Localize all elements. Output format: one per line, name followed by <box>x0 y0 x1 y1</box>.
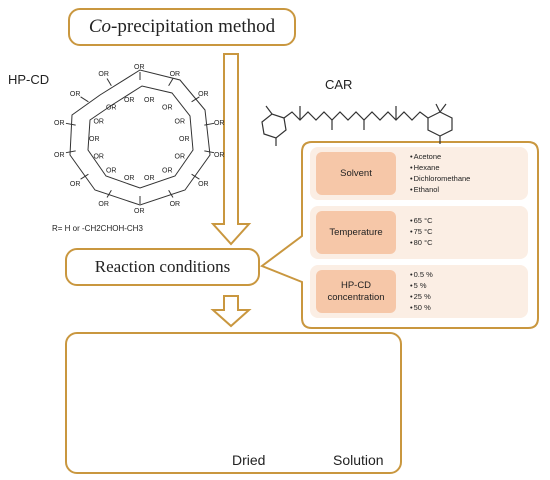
condition-value: Dichloromethane <box>410 173 471 184</box>
condition-value: 5 % <box>410 280 433 291</box>
condition-name: HP-CD concentration <box>316 270 396 313</box>
or-substituent-label: OR <box>106 167 117 174</box>
condition-value: Hexane <box>410 162 470 173</box>
condition-value: 25 % <box>410 291 433 302</box>
or-substituent-label: OR <box>98 201 109 208</box>
condition-name: Temperature <box>316 211 396 254</box>
or-substituent-label: OR <box>70 181 81 188</box>
or-substituent-label: OR <box>124 97 135 104</box>
method-title-prefix: Co <box>88 16 112 37</box>
condition-row-solvent: Solvent Acetone Hexane Dichloromethane E… <box>310 147 528 200</box>
condition-row-concentration: HP-CD concentration 0.5 % 5 % 25 % 50 % <box>310 265 528 318</box>
or-substituent-label: OR <box>162 167 173 174</box>
car-label: CAR <box>325 77 353 92</box>
arrow-down-products <box>210 295 252 328</box>
condition-value: 50 % <box>410 302 433 313</box>
condition-row-temperature: Temperature 65 °C 75 °C 80 °C <box>310 206 528 259</box>
or-substituent-label: OR <box>162 105 173 112</box>
condition-value: 0.5 % <box>410 269 433 280</box>
or-substituent-label: OR <box>198 181 209 188</box>
method-title-box: Co-precipitation method <box>68 8 296 46</box>
or-substituent-label: OR <box>179 136 190 143</box>
or-substituent-label: OR <box>175 119 186 126</box>
or-substituent-label: OR <box>214 152 225 159</box>
dried-label: Dried <box>232 452 266 468</box>
or-substituent-label: OR <box>54 120 64 127</box>
or-substituent-label: OR <box>170 71 181 78</box>
condition-value: Acetone <box>410 151 470 162</box>
condition-value: 65 °C <box>410 215 433 226</box>
condition-values: 0.5 % 5 % 25 % 50 % <box>410 269 433 313</box>
or-substituent-label: OR <box>134 64 145 71</box>
r-group-label: R= H or -CH2CHOH-CH3 <box>52 224 143 233</box>
condition-name: Solvent <box>316 152 396 195</box>
or-substituent-label: OR <box>98 71 109 78</box>
arrow-down-main <box>210 53 252 246</box>
solution-label: Solution <box>333 452 384 468</box>
condition-value: 75 °C <box>410 226 433 237</box>
or-substituent-label: OR <box>93 153 104 160</box>
or-substituent-label: OR <box>89 136 100 143</box>
or-substituent-label: OR <box>198 91 209 98</box>
or-substituent-label: OR <box>214 120 225 127</box>
condition-value: Ethanol <box>410 184 470 195</box>
reaction-conditions-box: Reaction conditions <box>65 248 260 286</box>
or-substituent-label: OR <box>93 119 104 126</box>
or-substituent-label: OR <box>124 175 135 182</box>
or-substituent-label: OR <box>54 152 64 159</box>
or-substituent-label: OR <box>144 97 155 104</box>
method-title-rest: -precipitation method <box>111 16 276 37</box>
or-substituent-label: OR <box>106 105 117 112</box>
condition-values: 65 °C 75 °C 80 °C <box>410 215 433 248</box>
or-substituent-label: OR <box>144 175 155 182</box>
reaction-conditions-label: Reaction conditions <box>94 257 231 276</box>
or-substituent-label: OR <box>134 208 145 215</box>
or-substituent-label: OR <box>70 91 81 98</box>
or-substituent-label: OR <box>170 201 181 208</box>
products-box <box>65 332 402 474</box>
condition-values: Acetone Hexane Dichloromethane Ethanol <box>410 151 471 195</box>
hpcd-molecule <box>65 69 215 206</box>
hpcd-label: HP-CD <box>8 72 50 87</box>
or-substituent-label: OR <box>175 153 186 160</box>
car-molecule <box>261 103 453 146</box>
condition-value: 80 °C <box>410 237 433 248</box>
